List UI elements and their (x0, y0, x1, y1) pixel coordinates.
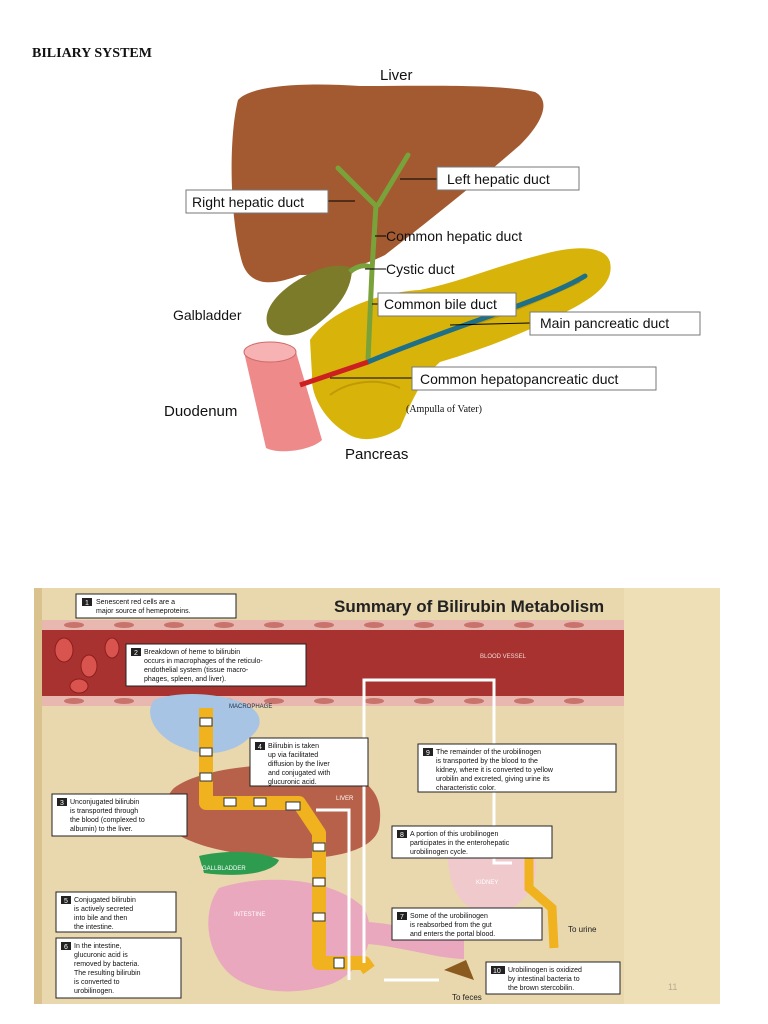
step-6-line-4: The resulting bilirubin (74, 970, 141, 977)
step-4-num: 4 (258, 744, 262, 751)
step-6-line-3: removed by bacteria. (74, 961, 139, 968)
right-hepatic-duct (335, 165, 378, 208)
step-3-line-2: is transported through (70, 808, 138, 815)
label-macrophage: MACROPHAGE (229, 704, 272, 710)
step-1-line-2: major source of hemeproteins. (96, 608, 191, 615)
step-3-line-3: the blood (complexed to (70, 817, 145, 824)
step-9-line-3: kidney, where it is converted to yellow (436, 767, 554, 774)
gallbladder-shape-2 (199, 851, 279, 875)
label-kidney: KIDNEY (476, 880, 498, 886)
label-duodenum: Duodenum (164, 403, 237, 420)
step-9-line-5: characteristic color. (436, 785, 496, 792)
step-8-line-1: A portion of this urobilinogen (410, 831, 498, 838)
step-5-line-4: the intestine. (74, 924, 114, 931)
step-9-line-2: is transported by the blood to the (436, 758, 538, 765)
page-heading: BILIARY SYSTEM (32, 46, 152, 61)
step-9-line-4: urobilin and excreted, giving urine its (436, 776, 550, 783)
step-7-line-3: and enters the portal blood. (410, 931, 495, 938)
label-blood-vessel: BLOOD VESSEL (480, 654, 527, 660)
label-gallbladder: GALLBLADDER (202, 866, 246, 872)
step-4-line-3: diffusion by the liver (268, 761, 330, 768)
step-2-line-4: phages, spleen, and liver). (144, 676, 226, 683)
label-intestine: INTESTINE (234, 912, 265, 918)
step-5-line-3: into bile and then (74, 915, 127, 922)
step-2-num: 2 (134, 650, 138, 657)
step-6-line-6: urobilinogen. (74, 988, 114, 995)
ampulla-duct-line (299, 359, 369, 388)
label-common-hepatic-duct: Common hepatic duct (386, 228, 522, 244)
step-6-line-2: glucuronic acid is (74, 952, 128, 959)
step-2-line-1: Breakdown of heme to bilirubin (144, 649, 240, 656)
step-5-line-2: is actively secreted (74, 906, 133, 913)
step-10-line-1: Urobilinogen is oxidized (508, 967, 582, 974)
common-bile-duct-line (365, 269, 375, 361)
label-right-hepatic-duct: Right hepatic duct (192, 194, 304, 210)
step-1-line-1: Senescent red cells are a (96, 599, 175, 606)
step-7-line-2: is reabsorbed from the gut (410, 922, 492, 929)
step-9-num: 9 (426, 750, 430, 757)
step-3-line-1: Unconjugated bilirubin (70, 799, 139, 806)
step-10-line-2: by intestinal bacteria to (508, 976, 580, 983)
biliary-diagram: Liver Right hepatic duct Left hepatic du… (164, 67, 701, 463)
step-4-line-4: and conjugated with (268, 770, 330, 777)
step-1-num: 1 (85, 600, 89, 607)
label-pancreas: Pancreas (345, 446, 408, 463)
label-liver-2: LIVER (336, 796, 354, 802)
step-8-num: 8 (400, 832, 404, 839)
liver-shape-2 (165, 764, 381, 859)
label-left-hepatic-duct: Left hepatic duct (447, 171, 550, 187)
step-8-line-2: participates in the enterohepatic (410, 840, 510, 847)
step-3-num: 3 (60, 800, 64, 807)
step-6-line-5: is converted to (74, 979, 120, 986)
step-10-num: 10 (493, 968, 501, 975)
step-6-line-1: In the intestine, (74, 943, 122, 950)
step-5-num: 5 (64, 898, 68, 905)
label-ampulla: (Ampulla of Vater) (406, 404, 482, 415)
cystic-duct-line (348, 263, 374, 274)
label-common-hepatopancreatic-duct: Common hepatopancreatic duct (420, 371, 619, 387)
gallbladder-shape (266, 265, 352, 336)
label-cystic-duct: Cystic duct (386, 261, 455, 277)
label-common-bile-duct: Common bile duct (384, 296, 497, 312)
step-7-num: 7 (400, 914, 404, 921)
step-6-num: 6 (64, 944, 68, 951)
step-4-line-2: up via facilitated (268, 752, 318, 759)
step-4-line-5: glucuronic acid. (268, 779, 317, 786)
label-to-urine: To urine (568, 925, 597, 934)
step-8-line-3: urobilinogen cycle. (410, 849, 468, 856)
label-galbladder: Galbladder (173, 307, 242, 323)
figure-title: Summary of Bilirubin Metabolism (334, 597, 604, 616)
step-4-line-1: Bilirubin is taken (268, 743, 319, 750)
page-number: 11 (668, 982, 677, 992)
step-10-line-3: the brown stercobilin. (508, 985, 574, 992)
label-liver: Liver (380, 67, 413, 84)
step-2-line-2: occurs in macrophages of the reticulo- (144, 658, 263, 665)
step-5-line-1: Conjugated bilirubin (74, 897, 136, 904)
label-to-feces: To feces (452, 993, 482, 1002)
liver-shape (231, 84, 544, 283)
step-9-line-1: The remainder of the urobilinogen (436, 749, 541, 756)
left-hepatic-duct (375, 152, 411, 208)
label-main-pancreatic-duct: Main pancreatic duct (540, 315, 669, 331)
step-7-line-1: Some of the urobilinogen (410, 913, 488, 920)
common-hepatic-duct-line (369, 204, 379, 271)
step-2-line-3: endothelial system (tissue macro- (144, 667, 249, 674)
bilirubin-figure: 1 Senescent red cells are a major source… (34, 588, 720, 1004)
step-3-line-4: albumin) to the liver. (70, 826, 133, 833)
duodenum-shape (244, 346, 322, 452)
